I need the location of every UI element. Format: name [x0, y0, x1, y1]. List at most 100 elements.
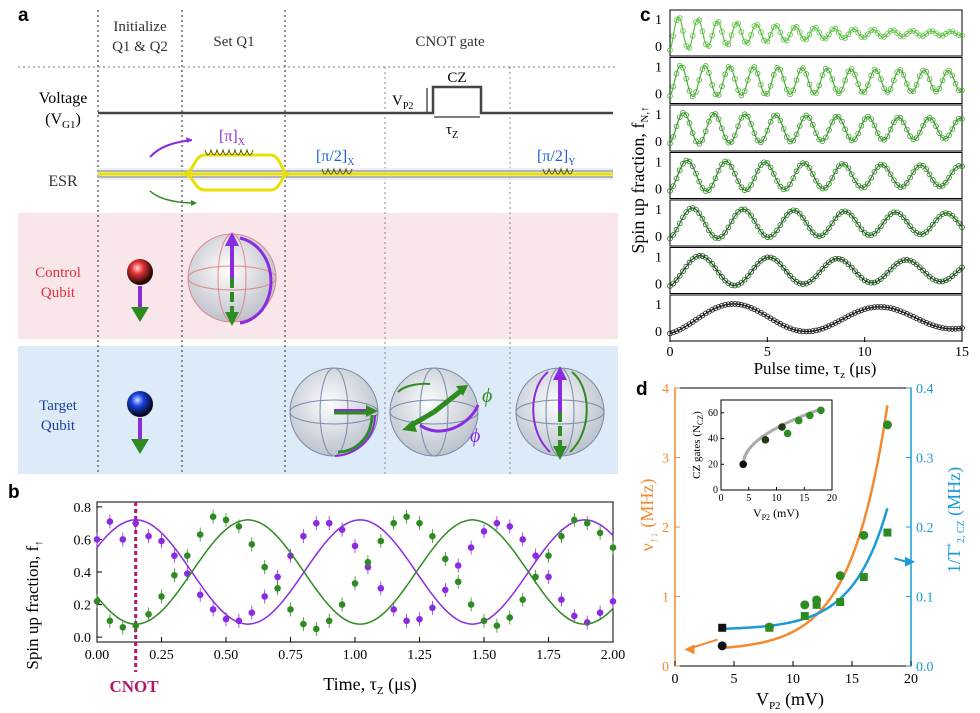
trace-point — [910, 169, 917, 175]
control-qubit-label: Control — [35, 265, 81, 281]
pulse-label-pi2-y: [π/2]Y — [537, 148, 575, 168]
trace-point — [933, 88, 939, 95]
green-arrow-icon — [149, 190, 196, 204]
trace-point — [858, 88, 865, 95]
trace-point — [845, 165, 852, 172]
trace-point — [790, 207, 797, 214]
trace-point — [865, 232, 871, 238]
trace-point — [693, 89, 699, 95]
trace-point — [878, 135, 884, 142]
data-point — [609, 544, 617, 551]
trace-point — [959, 163, 965, 170]
data-point — [583, 519, 591, 527]
trace-point — [936, 85, 943, 92]
trace-point — [787, 138, 793, 145]
fit-curve — [96, 519, 614, 625]
trace-point — [894, 114, 900, 121]
trace-point — [686, 45, 693, 51]
trace-point — [771, 317, 777, 324]
trace-point — [829, 26, 836, 33]
control-spin-ball-icon — [127, 259, 153, 285]
trace-point — [780, 322, 787, 329]
trace-point — [709, 182, 715, 189]
trace-point — [871, 66, 878, 73]
trace-point — [848, 212, 855, 219]
trace-point — [842, 161, 848, 168]
inset-point — [817, 406, 825, 415]
trace-point — [939, 32, 946, 39]
trace-point — [735, 87, 741, 93]
trace-point — [887, 171, 894, 178]
data-point — [532, 573, 539, 581]
trace-point — [933, 277, 939, 284]
trace-point — [942, 179, 949, 186]
trace-point — [907, 174, 913, 181]
trace-point — [874, 304, 881, 310]
trace-point — [745, 186, 751, 193]
t2-point — [859, 573, 868, 582]
trace-point — [819, 185, 826, 192]
vp2-label: VP2 — [392, 93, 413, 112]
data-point — [119, 624, 127, 631]
trace-point — [813, 273, 819, 279]
inset-point — [794, 416, 803, 425]
trace-point — [878, 161, 884, 168]
row-tick-1: 1 — [655, 156, 662, 171]
data-point — [171, 571, 178, 579]
trace-point — [712, 20, 719, 27]
trace-point — [839, 316, 845, 323]
y-tick-label: 0.8 — [74, 501, 92, 516]
trace-point — [835, 90, 842, 97]
trace-point — [917, 264, 923, 271]
y-tick-label: 0.0 — [74, 631, 92, 646]
inset-x-tick-label: 10 — [772, 493, 782, 504]
trace-point — [949, 326, 956, 332]
data-point — [390, 519, 398, 527]
trace-point — [790, 276, 797, 282]
trace-point — [952, 80, 959, 87]
trace-point — [819, 325, 826, 332]
trace-point — [900, 183, 907, 190]
data-point — [158, 537, 165, 545]
voltage-pulse-line — [98, 85, 613, 115]
nu-point — [800, 600, 810, 610]
trace-point — [813, 177, 819, 184]
trace-point — [878, 33, 884, 40]
trace-point — [917, 73, 923, 79]
trace-point — [891, 27, 897, 34]
inset-x-tick-label: 0 — [719, 493, 724, 504]
trace-point — [858, 307, 865, 314]
panel-c-ylabel: Spin up fraction, fN,↑ — [628, 106, 651, 253]
data-point — [196, 591, 204, 599]
trace-point — [719, 125, 725, 132]
data-point — [467, 544, 475, 551]
trace-point — [738, 206, 745, 213]
data-point — [377, 584, 385, 592]
data-point — [429, 532, 436, 540]
data-point — [119, 536, 127, 543]
trace-point — [946, 28, 952, 35]
trace-point — [689, 163, 696, 170]
trace-point — [783, 37, 790, 44]
trace-point — [952, 270, 959, 277]
trace-point — [858, 34, 865, 40]
trace-point — [822, 134, 829, 141]
trace-point — [702, 188, 709, 194]
trace-point — [910, 136, 917, 143]
trace-point — [673, 328, 680, 334]
trace-point — [670, 183, 677, 189]
x-tick-label: 10 — [786, 672, 800, 687]
trace-point — [732, 75, 738, 82]
trace-point — [758, 81, 764, 88]
data-point — [416, 615, 423, 623]
trace-point — [871, 230, 878, 237]
trace-point — [829, 76, 836, 82]
trace-point — [745, 273, 751, 279]
row-tick-0: 0 — [655, 325, 662, 340]
trace-point — [852, 268, 858, 274]
trace-point — [806, 165, 813, 171]
trace-point — [764, 160, 771, 166]
row-tick-0: 0 — [655, 278, 662, 293]
